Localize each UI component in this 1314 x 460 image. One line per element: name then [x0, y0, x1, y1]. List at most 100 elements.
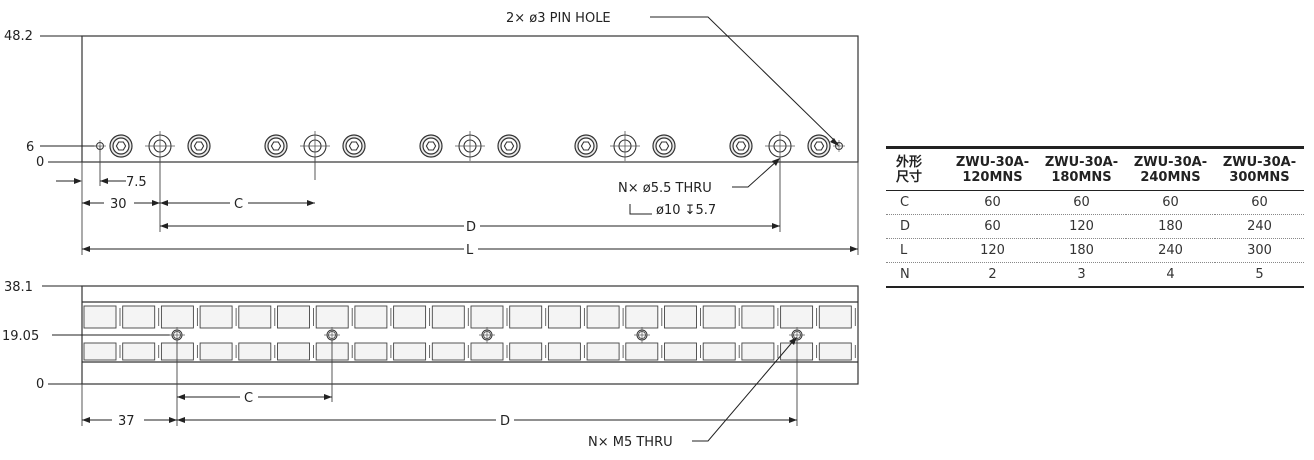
y-label-19-05: 19.05 — [2, 329, 39, 344]
tapped-hole — [633, 326, 651, 344]
rail-tooth — [818, 305, 852, 329]
counterbore-hole — [764, 130, 796, 162]
dim-l-label: L — [466, 243, 474, 258]
model-name: ZWU-30A-300MNS — [1222, 155, 1297, 185]
side-view-extension-lines — [81, 340, 798, 426]
dim-d-top: D — [160, 220, 780, 235]
bolt-icon — [109, 134, 133, 158]
side-view-y-labels: 38.1 19.05 0 — [2, 280, 170, 392]
y-label-6: 6 — [26, 140, 34, 155]
top-view-extension-lines — [81, 146, 859, 255]
rail-tooth — [741, 342, 775, 361]
table-cell: 2 — [948, 262, 1037, 288]
dim-d-side: D — [177, 414, 797, 429]
table-cell: 60 — [1215, 190, 1304, 215]
rail-tooth — [470, 305, 504, 329]
table-header-row: 外形尺寸 ZWU-30A-120MNS ZWU-30A-180MNS ZWU-3… — [886, 146, 1304, 191]
y-label-0: 0 — [36, 155, 44, 170]
dim-7-5: 7.5 — [56, 175, 147, 190]
rail-tooth — [586, 305, 620, 329]
bolt-icon — [187, 134, 211, 158]
bolt-icon — [807, 134, 831, 158]
rail-tooth — [199, 342, 233, 361]
dim-d-top-label: D — [466, 220, 476, 235]
model-name: ZWU-30A-120MNS — [955, 155, 1030, 185]
dim-c-side-label: C — [244, 391, 253, 406]
table-cell: 5 — [1215, 262, 1304, 288]
rail-tooth — [238, 342, 272, 361]
table-cell: 60 — [948, 214, 1037, 239]
row-label: D — [886, 214, 948, 239]
rail-side-outline — [81, 285, 859, 385]
pin-hole-callout-text: 2× ø3 PIN HOLE — [506, 11, 611, 26]
y-label-48-2: 48.2 — [4, 29, 33, 44]
model-name: ZWU-30A-180MNS — [1044, 155, 1119, 185]
tapped-hole — [478, 326, 496, 344]
rail-tooth — [277, 342, 310, 361]
dim-37: 37 — [82, 414, 177, 429]
table-cell: 240 — [1126, 238, 1215, 263]
table-cell: 60 — [948, 190, 1037, 215]
rail-tooth — [780, 305, 814, 329]
bolt-icon — [264, 134, 288, 158]
dim-37-label: 37 — [118, 414, 135, 429]
side-view-tapped-holes — [168, 326, 806, 344]
dim-l: L — [82, 243, 858, 258]
rail-tooth — [431, 342, 465, 361]
table-cell: 300 — [1215, 238, 1304, 263]
model-name: ZWU-30A-240MNS — [1133, 155, 1208, 185]
counterbore-hole — [299, 130, 331, 162]
row-label: N — [886, 262, 948, 288]
rail-tooth — [83, 305, 117, 329]
bolt-icon — [342, 134, 366, 158]
tap-callout: N× M5 THRU — [588, 337, 797, 450]
table-cell: 60 — [1126, 190, 1215, 215]
rail-tooth — [238, 305, 272, 329]
counterbore-hole — [454, 130, 486, 162]
rail-tooth — [664, 342, 697, 361]
rail-tooth — [199, 305, 233, 329]
top-view: 48.2 6 0 — [4, 11, 859, 258]
rail-tooth — [509, 305, 543, 329]
tap-callout-text: N× M5 THRU — [588, 435, 673, 450]
rail-tooth — [547, 342, 581, 361]
rail-tooth — [122, 342, 156, 361]
dim-30-label: 30 — [110, 197, 127, 212]
rail-tooth — [83, 342, 117, 361]
rail-tooth — [393, 342, 427, 361]
counterbore-hole — [144, 130, 176, 162]
table-cell: 3 — [1037, 262, 1126, 288]
technical-drawing: 48.2 6 0 — [2, 11, 859, 450]
thru-hole-callout: N× ø5.5 THRU ø10 ↧5.7 — [618, 158, 780, 218]
table-cell: 120 — [1037, 214, 1126, 239]
table-cell: 240 — [1215, 214, 1304, 239]
table-cell: 180 — [1126, 214, 1215, 239]
bolt-icon — [419, 134, 443, 158]
dim-c-top-label: C — [234, 197, 243, 212]
rail-tooth — [354, 305, 388, 329]
dim-c-top: C — [160, 197, 315, 212]
rail-tooth — [431, 305, 465, 329]
rail-tooth — [702, 342, 736, 361]
rail-tooth — [625, 342, 659, 361]
rail-tooth — [470, 342, 504, 361]
table-header-model: ZWU-30A-120MNS — [948, 146, 1037, 191]
table-header-model: ZWU-30A-300MNS — [1215, 146, 1304, 191]
thru-hole-callout-text: N× ø5.5 THRU — [618, 181, 712, 196]
rail-tooth — [277, 305, 310, 329]
top-view-y-labels: 48.2 6 0 — [4, 29, 96, 170]
rail-tooth — [818, 342, 852, 361]
dim-30: 30 — [82, 197, 160, 212]
table-header-label: 外形尺寸 — [886, 146, 948, 191]
rail-top-outline — [81, 35, 859, 163]
top-view-holes — [93, 130, 846, 162]
table-cell: 4 — [1126, 262, 1215, 288]
rail-tooth — [160, 305, 194, 329]
rail-tooth — [625, 305, 659, 329]
rail-tooth — [664, 305, 697, 329]
side-view: 38.1 19.05 0 37 — [2, 280, 859, 450]
